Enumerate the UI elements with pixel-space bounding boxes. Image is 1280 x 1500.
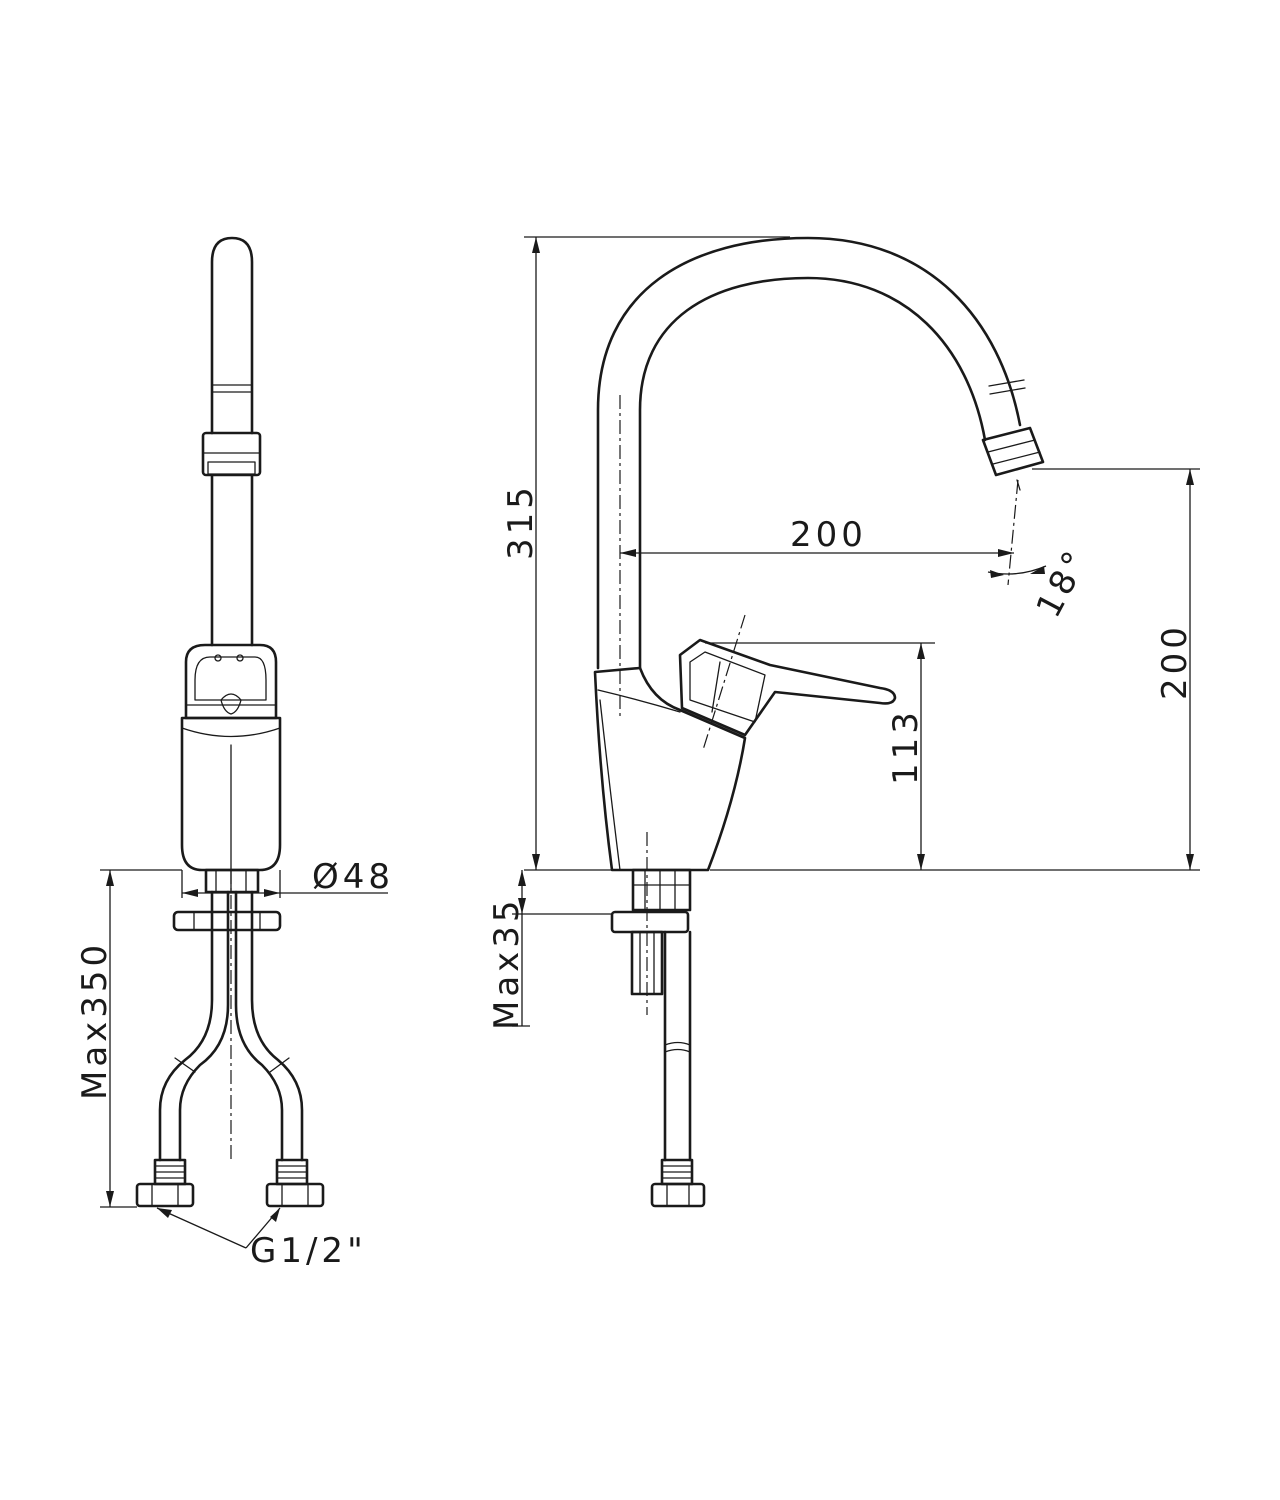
height315-label: 315 — [501, 483, 541, 560]
max350-label: Max350 — [75, 941, 115, 1100]
max35-label: Max35 — [487, 896, 527, 1030]
front-body — [180, 716, 282, 872]
side-spout — [596, 236, 1045, 670]
side-view — [593, 236, 1045, 1208]
side-body — [593, 666, 747, 872]
dim-max35: Max35 — [487, 870, 612, 1030]
front-handle — [184, 643, 278, 720]
dim-spout-height200: 200 — [935, 468, 1200, 871]
spray-axis — [1007, 479, 1019, 586]
spout-height200-label: 200 — [1155, 623, 1195, 700]
dim-315: 315 — [501, 236, 790, 871]
front-spout — [201, 236, 262, 647]
dim-113: 113 — [705, 642, 935, 871]
thread-label: G1/2" — [250, 1231, 367, 1271]
dim-max350: Max350 — [75, 869, 182, 1208]
front-hoses — [135, 890, 325, 1208]
angle18-label: 18° — [1029, 542, 1098, 625]
diameter48-label: Ø48 — [312, 857, 394, 897]
side-mounting — [610, 868, 706, 1208]
dim-reach200: 200 — [620, 515, 1014, 557]
dim-thread: G1/2" — [156, 1207, 367, 1271]
reach200-label: 200 — [790, 515, 867, 555]
dim-diameter48: Ø48 — [181, 857, 394, 898]
side-lever — [678, 638, 897, 737]
height113-label: 113 — [886, 708, 926, 785]
front-view — [135, 236, 325, 1208]
lever-axis — [702, 614, 746, 751]
